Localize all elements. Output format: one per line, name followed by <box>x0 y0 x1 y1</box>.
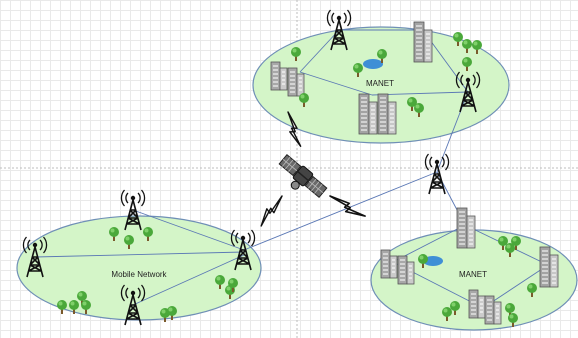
lake-icon <box>363 59 383 69</box>
mobile-network-region <box>16 215 262 321</box>
lake-icon <box>423 256 443 266</box>
building-icon <box>456 207 476 249</box>
link-line <box>132 254 245 306</box>
link-line <box>34 251 245 258</box>
link-line <box>299 29 340 73</box>
link-line <box>243 171 438 251</box>
link-line <box>132 209 245 251</box>
building-icon <box>413 21 433 63</box>
lightning-icon <box>329 186 366 226</box>
mobile-network-label: Mobile Network <box>111 270 167 279</box>
lightning-icon <box>253 195 290 227</box>
manet-bottom-label: MANET <box>459 270 487 279</box>
manet-top-region <box>252 26 510 144</box>
manet-top-label: MANET <box>366 79 394 88</box>
satellite-icon <box>278 153 328 199</box>
tree-icon <box>57 300 67 314</box>
link-line <box>299 71 373 96</box>
